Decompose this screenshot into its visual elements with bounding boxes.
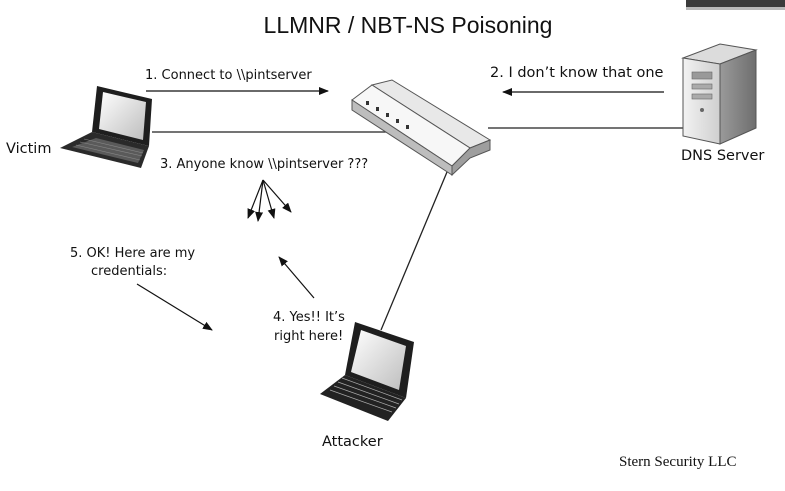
step-4-label-line2: right here!	[274, 329, 343, 344]
diagram-title: LLMNR / NBT-NS Poisoning	[264, 12, 553, 38]
step-3-broadcast-arrows	[247, 179, 292, 222]
dns-server-label: DNS Server	[681, 148, 764, 164]
step-3-label: 3. Anyone know \\pintserver ???	[160, 157, 368, 172]
step-1-label: 1. Connect to \\pintserver	[145, 68, 312, 83]
step-4-label-line1: 4. Yes!! It’s	[273, 310, 345, 325]
attacker-laptop-icon	[320, 322, 414, 421]
victim-laptop-icon	[60, 86, 152, 168]
attacker-label: Attacker	[322, 434, 383, 450]
step-4-arrow	[278, 256, 315, 299]
credit-text: Stern Security LLC	[619, 454, 736, 470]
cable-switch-attacker	[380, 171, 448, 331]
step-5-label-line2: credentials:	[91, 264, 167, 279]
dns-server-icon	[681, 43, 758, 145]
step-2-label: 2. I don’t know that one	[490, 65, 664, 81]
step-5-label-line1: 5. OK! Here are my	[70, 246, 195, 261]
corner-bar	[686, 0, 785, 7]
victim-label: Victim	[6, 141, 51, 157]
network-switch-icon	[351, 79, 492, 177]
step-5-arrow	[136, 283, 213, 331]
corner-bar-shadow	[686, 7, 785, 10]
